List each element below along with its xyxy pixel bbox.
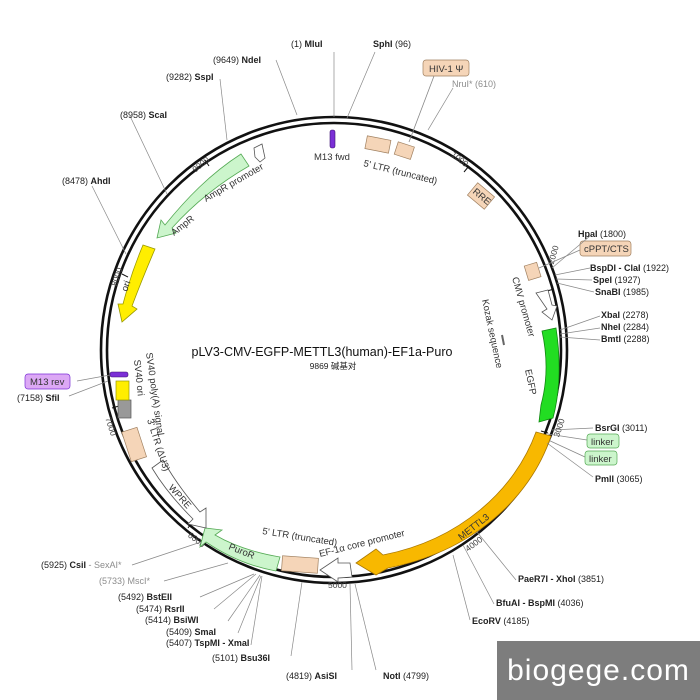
svg-text:5000: 5000 [328, 580, 347, 590]
feature-mettl3[interactable]: METTL3 [355, 431, 552, 576]
svg-text:linker: linker [591, 437, 614, 448]
feature-cmv-promoter[interactable]: CMV promoter [509, 276, 558, 338]
site-sspi[interactable]: (9282) SspI [166, 72, 214, 82]
site-hpai[interactable]: HpaI (1800) [578, 229, 626, 239]
site-xbai[interactable]: XbaI (2278) [601, 310, 649, 320]
site-nrui[interactable]: NruI* (610) [452, 79, 496, 89]
svg-text:linker: linker [589, 454, 612, 465]
site-rsrii[interactable]: (5474) RsrII [136, 604, 185, 614]
feature-kozak[interactable]: Kozak sequence [479, 298, 505, 369]
svg-text:M13 rev: M13 rev [30, 377, 65, 388]
site-bspdi-clai[interactable]: BspDI - ClaI (1922) [590, 263, 669, 273]
feature-sv40-ori[interactable]: SV40 ori [117, 359, 146, 419]
site-snabi[interactable]: SnaBI (1985) [595, 287, 649, 297]
site-bfuai-bspmi[interactable]: BfuAI - BspMI (4036) [496, 598, 584, 608]
site-leaders [68, 51, 601, 671]
site-bsrgi[interactable]: BsrGI (3011) [595, 423, 647, 433]
feature-cppt-cts[interactable]: cPPT/CTS [523, 240, 632, 281]
svg-text:ori: ori [119, 279, 133, 293]
site-sphi[interactable]: SphI (96) [373, 39, 411, 49]
svg-text:EGFP: EGFP [522, 368, 538, 396]
watermark: biogege.com [497, 641, 700, 700]
svg-text:cPPT/CTS: cPPT/CTS [584, 244, 629, 255]
site-bsteii[interactable]: (5492) BstEII [118, 592, 172, 602]
site-msci[interactable]: (5733) MscI* [99, 576, 151, 586]
site-bsu36i[interactable]: (5101) Bsu36I [212, 653, 270, 663]
site-ecorv[interactable]: EcoRV (4185) [472, 616, 529, 626]
feature-rre[interactable]: RRE [466, 182, 496, 210]
site-smai[interactable]: (5409) SmaI [166, 627, 216, 637]
site-asisi[interactable]: (4819) AsiSI [286, 671, 337, 681]
feature-linker-2[interactable]: linker [545, 438, 618, 466]
svg-text:HIV-1 Ψ: HIV-1 Ψ [429, 64, 463, 75]
feature-m13-rev[interactable]: M13 rev [24, 371, 129, 390]
feature-egfp[interactable]: EGFP [522, 327, 560, 423]
site-ahdi[interactable]: (8478) AhdI [62, 176, 111, 186]
site-paer7i-xhoi[interactable]: PaeR7I - XhoI (3851) [518, 574, 604, 584]
site-bmti[interactable]: BmtI (2288) [601, 334, 650, 344]
site-noti[interactable]: NotI (4799) [383, 671, 429, 681]
site-mlui[interactable]: (1) MluI [291, 39, 323, 49]
svg-text:9000: 9000 [190, 154, 211, 174]
site-csii-sexai[interactable]: (5925) CsiI - SexAI* [41, 560, 122, 570]
feature-m13-fwd[interactable]: M13 fwd [314, 129, 350, 163]
feature-ori[interactable]: ori [117, 244, 156, 323]
site-pmli[interactable]: PmlI (3065) [595, 474, 643, 484]
site-spei[interactable]: SpeI (1927) [593, 275, 641, 285]
svg-text:SV40 ori: SV40 ori [131, 359, 146, 396]
tick-1000: 1000 [449, 149, 471, 173]
svg-text:CMV promoter: CMV promoter [509, 276, 537, 338]
feature-hiv1-psi[interactable]: HIV-1 Ψ [408, 59, 470, 143]
svg-text:5' LTR (truncated): 5' LTR (truncated) [262, 526, 338, 549]
plasmid-name: pLV3-CMV-EGFP-METTL3(human)-EF1a-Puro [192, 345, 453, 359]
site-scai[interactable]: (8958) ScaI [120, 110, 167, 120]
tick-7000: 7000 [103, 405, 120, 437]
site-tspmi-xmai[interactable]: (5407) TspMI - XmaI [166, 638, 249, 648]
tick-9000: 9000 [190, 154, 211, 174]
site-ndei[interactable]: (9649) NdeI [213, 55, 261, 65]
feature-linker-1[interactable]: linker [547, 433, 620, 449]
site-nhei[interactable]: NheI (2284) [601, 322, 649, 332]
site-sfii[interactable]: (7158) SfiI [17, 393, 60, 403]
svg-text:Kozak sequence: Kozak sequence [479, 298, 504, 369]
plasmid-size: 9869 碱基对 [310, 361, 357, 371]
site-bsiwi[interactable]: (5414) BsiWI [145, 615, 199, 625]
svg-text:5' LTR (truncated): 5' LTR (truncated) [362, 158, 438, 187]
svg-text:M13 fwd: M13 fwd [314, 152, 350, 163]
